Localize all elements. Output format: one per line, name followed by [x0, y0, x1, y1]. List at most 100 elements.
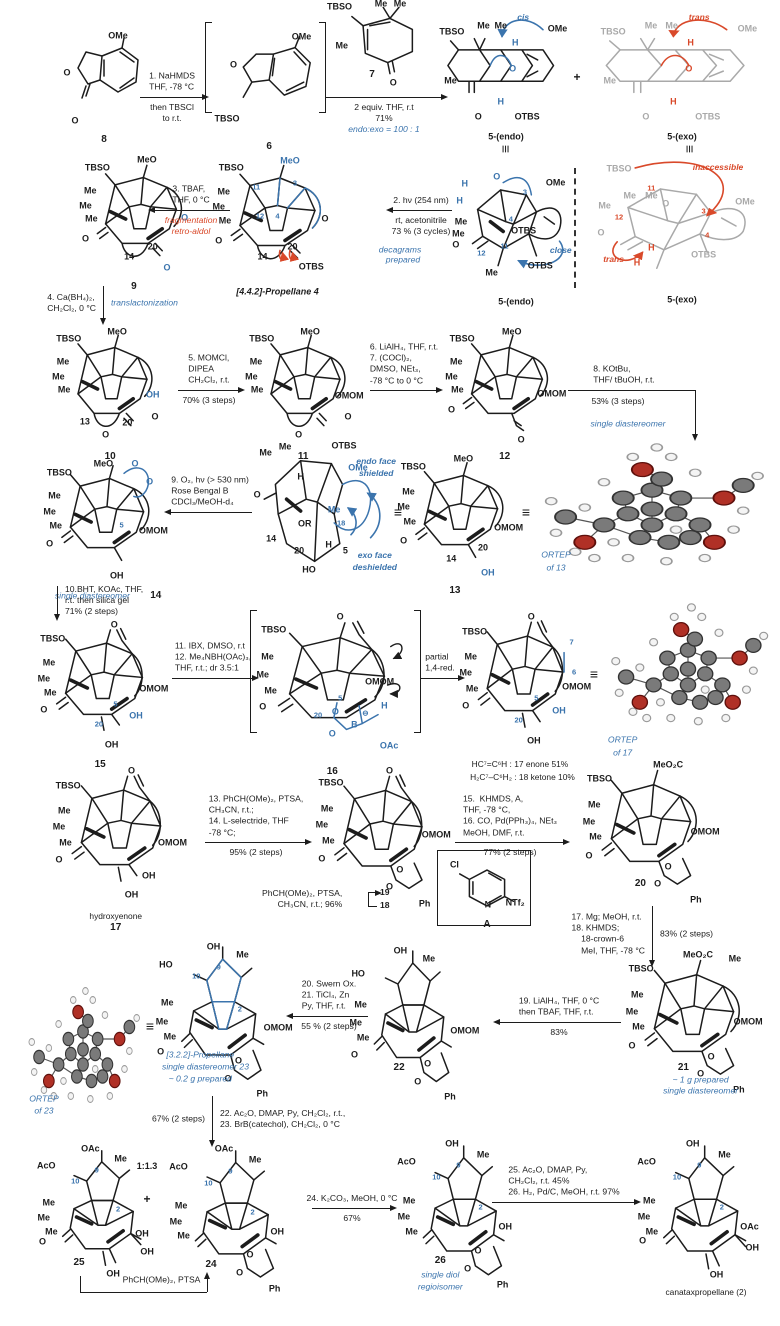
atom-label: 12	[614, 212, 624, 221]
atom-label: Me	[320, 803, 334, 814]
atom-label: Me	[454, 216, 468, 227]
compound-10: g.sk path{fill:none;stroke-width:1.5;vec…	[52, 327, 170, 462]
reagent-line: 55 % (2 steps)	[301, 1021, 357, 1031]
reagent-line: 53% (3 steps)	[591, 396, 645, 406]
atom-label: 9	[131, 281, 137, 293]
reaction-arrow-step3	[152, 210, 230, 212]
compound-caption: 5-(endo)	[488, 131, 524, 142]
atom-label: OMOM	[537, 388, 567, 399]
arrowhead	[100, 318, 107, 325]
reagent-line: 9. O₂, hν (> 530 nm)	[171, 474, 249, 485]
atom-label: close	[549, 244, 572, 255]
reagent-line: 24. K₂CO₃, MeOH, 0 °C	[306, 1192, 398, 1203]
atom-label: O	[389, 77, 397, 88]
reagent-line: 7. (COCl)₂,	[369, 352, 412, 363]
atom-label: TBSO	[40, 633, 66, 644]
atom-label: MeO	[300, 326, 320, 337]
atom-label: H	[497, 96, 504, 107]
atom-label: O	[328, 728, 336, 739]
atom-label: Me	[37, 1212, 51, 1223]
atom-label: OH	[498, 1221, 513, 1232]
atom-label: Me	[43, 687, 57, 698]
compound-11: g.sk path{fill:none;stroke-width:1.5;vec…	[245, 326, 364, 462]
atom-label: endo face	[356, 455, 397, 466]
atom-label: OH	[129, 710, 143, 721]
reagents-right: 83% (2 steps)	[660, 928, 713, 939]
atom-label: OH	[745, 1242, 759, 1253]
reagents-below: 77% (2 steps)	[483, 847, 536, 858]
compound-caption: single diastereomer	[663, 1085, 739, 1096]
arrowhead	[649, 960, 656, 967]
reaction-arrow-partial-red	[420, 678, 460, 680]
reagents-below: 55 % (2 steps)	[301, 1021, 356, 1032]
atom-label: O	[662, 198, 670, 209]
bracket-label: PhCH(OMe)₂, PTSA	[122, 1274, 201, 1285]
structure-drawing-8: g.sk path{fill:none;stroke-width:1.5;vec…	[50, 28, 150, 128]
atom-label: 11	[500, 241, 509, 251]
atom-label: O	[151, 411, 159, 422]
atom-label: 9	[697, 1160, 702, 1170]
atom-label: OH	[686, 1138, 700, 1149]
atom-label: O	[707, 1051, 715, 1062]
reagent-line: then TBSCl	[150, 102, 194, 112]
compound-caption: canataxpropellane (2)	[665, 1287, 747, 1298]
arrowhead	[238, 387, 245, 394]
reagent-line: MeI, THF, -78 °C	[571, 945, 645, 956]
reagents-below: 70% (3 steps)	[182, 395, 235, 406]
reagent-line: then TBAF, THF, r.t.	[518, 1006, 594, 1017]
atom-label: O	[321, 213, 329, 224]
atom-label: Ph	[444, 1091, 456, 1101]
atom-label: Me	[354, 999, 367, 1010]
scheme-text: +	[143, 1192, 151, 1207]
atom-label: O	[39, 1236, 47, 1247]
atom-label: OMOM	[690, 826, 720, 837]
atom-label: 17	[110, 922, 122, 934]
reagent-line: r.t. then silica gel	[65, 595, 130, 606]
reaction-arrow-step8	[568, 390, 696, 392]
reagents-below: 53% (3 steps)	[591, 396, 644, 407]
atom-label: O	[685, 63, 693, 74]
atom-label: Me	[402, 486, 415, 497]
reagents-above: 24. K₂CO₃, MeOH, 0 °C	[307, 1193, 398, 1204]
compound-caption: ORTEP	[541, 549, 571, 560]
compound-hydroxyenone-17: g.sk path{fill:none;stroke-width:1.5;vec…	[53, 766, 187, 933]
reagents-left: 4. Ca(BH₄)₂,CH₂Cl₂, 0 °C	[47, 292, 96, 314]
atom-label: HO	[351, 968, 365, 978]
atom-label: 24	[205, 1259, 217, 1271]
atom-label: Me	[402, 1195, 416, 1206]
compound-canataxpropellane-2: g.sk path{fill:none;stroke-width:1.5;vec…	[637, 1138, 772, 1296]
reagent-line: 12. Me₄NBH(OAc)₃,	[174, 651, 252, 662]
atom-label: OH	[393, 945, 408, 956]
reagents-above: 3. TBAF,THF, 0 °C	[172, 184, 209, 206]
atom-label: OTBS	[527, 260, 553, 271]
reagent-line: Py, THF, r.t.	[301, 1000, 346, 1011]
structure-drawing-ortep-13: g.sk path{fill:none;stroke-width:1.5;vec…	[544, 443, 764, 566]
scheme-text: +	[573, 70, 581, 85]
atom-label: O	[424, 1058, 432, 1068]
structure-drawing-4: g.sk path{fill:none;stroke-width:1.5;vec…	[215, 158, 340, 265]
atom-label: OMOM	[562, 681, 592, 692]
atom-label: 20	[313, 709, 323, 719]
atom-label: 9	[216, 962, 221, 972]
atom-label: TBSO	[56, 333, 82, 344]
atom-label: 9	[456, 1160, 461, 1170]
atom-label: Cl	[449, 859, 459, 870]
reagent-line: CDCl₃/MeOH-d₄	[171, 496, 234, 507]
acetal-protection-note: PhCH(OMe)₂, PTSA,CH₃CN, r.t.; 96%	[262, 888, 342, 910]
atom-label: Me	[444, 75, 457, 86]
atom-label: O	[259, 701, 267, 712]
atom-label: OTBS	[691, 249, 717, 260]
structure-drawing-13-3d: g.sk path{fill:none;stroke-width:1.5;vec…	[253, 440, 381, 588]
equivalence-symbol: ≡	[145, 1018, 155, 1034]
reaction-arrow-step17-18	[652, 906, 654, 962]
reaction-arrow-step1	[140, 97, 204, 99]
atom-label: Me	[422, 953, 436, 963]
compound-15: g.sk path{fill:none;stroke-width:1.5;vec…	[38, 620, 169, 769]
atom-label: 3	[522, 187, 528, 197]
atom-label: OAc	[214, 1143, 234, 1154]
atom-label: Me	[582, 816, 596, 827]
atom-label: 20	[294, 545, 305, 556]
reagent-line: 23. BrB(catechol), CH₂Cl₂, 0 °C	[220, 1119, 340, 1129]
atom-label: Ph	[733, 1084, 745, 1095]
